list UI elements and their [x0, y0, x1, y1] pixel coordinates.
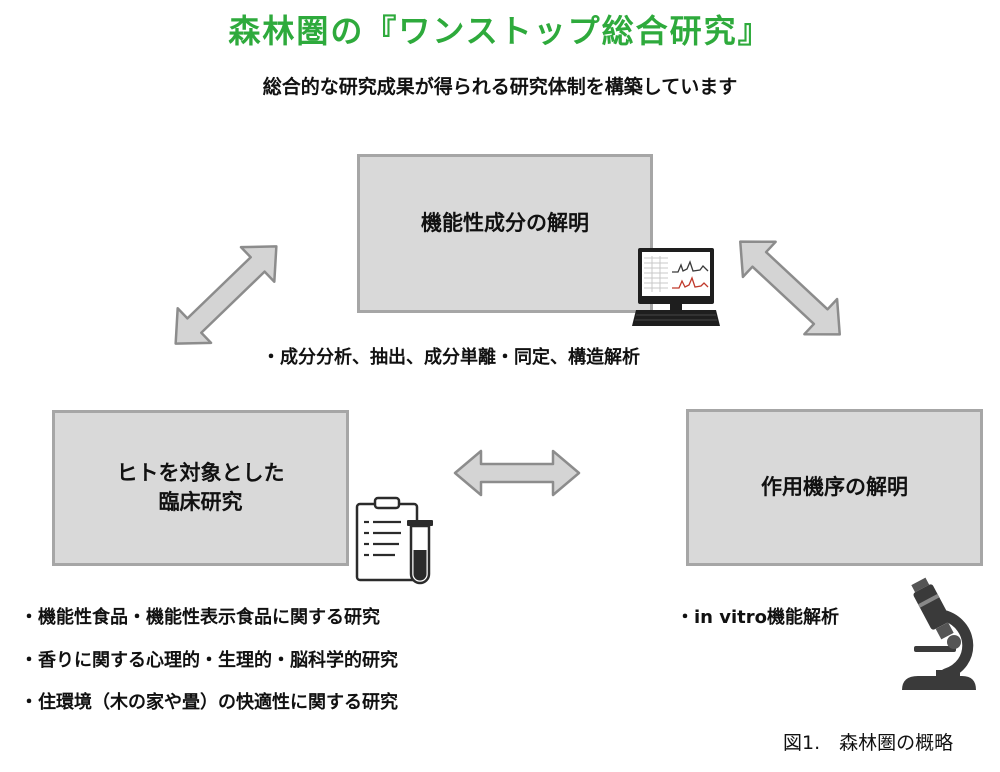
bullet-mechanism-of-action: ・in vitro機能解析 — [676, 607, 840, 628]
figure-caption: 図1. 森林圏の概略 — [783, 732, 954, 754]
box-functional-components: 機能性成分の解明 — [357, 154, 653, 313]
microscope-icon — [902, 577, 976, 690]
box-clinical-research: ヒトを対象とした 臨床研究 — [52, 410, 349, 566]
page-title: 森林圏の『ワンストップ総合研究』 — [228, 12, 772, 50]
arrow-top-right-double — [739, 240, 841, 336]
box-clinical-research-label-line2: 臨床研究 — [158, 490, 243, 514]
computer-monitor-icon — [632, 248, 720, 326]
box-clinical-research-label-line1: ヒトを対象とした — [116, 460, 285, 485]
clipboard-test-tube-icon — [355, 496, 433, 585]
arrow-top-left-double — [174, 245, 278, 345]
box-functional-components-label: 機能性成分の解明 — [421, 210, 589, 235]
box-mechanism-of-action: 作用機序の解明 — [686, 409, 983, 566]
bullet-clinical-research: ・機能性食品・機能性表示食品に関する研究 — [20, 607, 380, 628]
bullet-functional-components: ・成分分析、抽出、成分単離・同定、構造解析 — [262, 347, 640, 368]
box-mechanism-of-action-label: 作用機序の解明 — [761, 474, 908, 499]
bullet-clinical-research: ・住環境（木の家や畳）の快適性に関する研究 — [20, 692, 398, 713]
arrow-horizontal-double — [453, 449, 581, 497]
bullet-clinical-research: ・香りに関する心理的・生理的・脳科学的研究 — [20, 650, 398, 671]
page-subtitle: 総合的な研究成果が得られる研究体制を構築しています — [262, 76, 738, 98]
